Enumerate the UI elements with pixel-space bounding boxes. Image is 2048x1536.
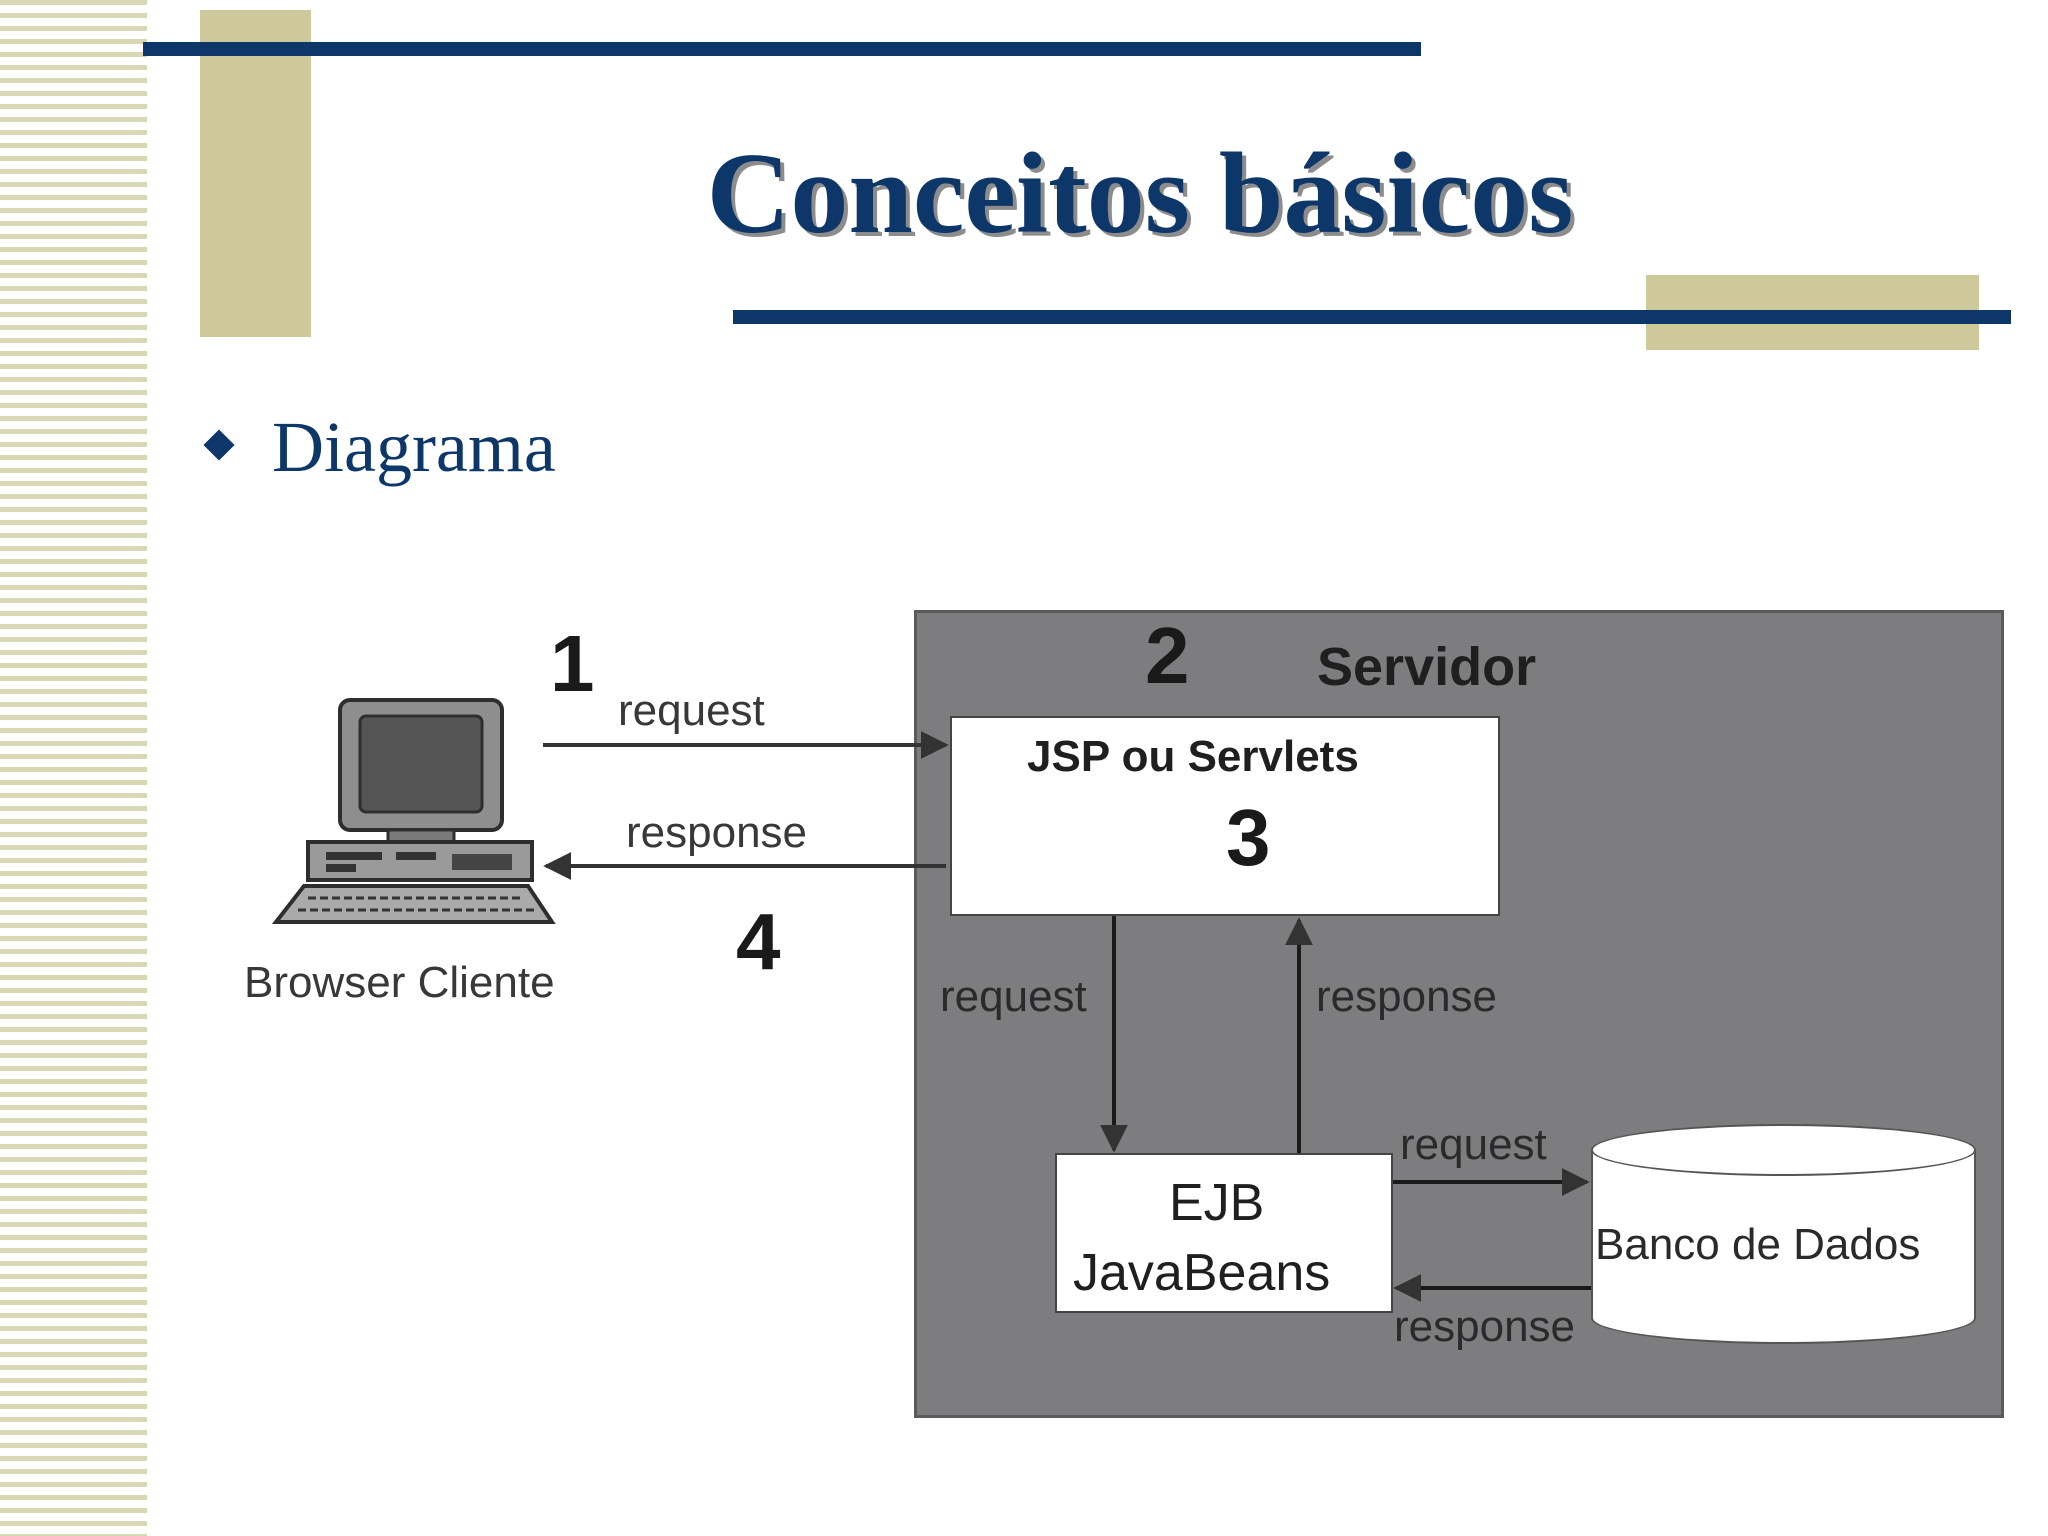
- navy-rule-bottom: [733, 310, 2011, 324]
- client-request-label: request: [618, 686, 765, 735]
- computer-icon: [271, 698, 556, 924]
- database-label: Banco de Dados: [1595, 1220, 1921, 1269]
- step-3-label: 3: [1226, 793, 1271, 882]
- step-1-label: 1: [550, 619, 595, 708]
- database-cylinder-body: [1591, 1150, 1976, 1318]
- db-response-label: response: [1394, 1302, 1576, 1351]
- khaki-block-left: [200, 10, 311, 337]
- ejb-javabeans-box: [1055, 1153, 1393, 1313]
- slide-title: Conceitos básicos: [706, 130, 1574, 258]
- navy-rule-top: [143, 42, 1421, 56]
- step-4-label: 4: [736, 897, 781, 986]
- db-request-label: request: [1400, 1120, 1547, 1169]
- step-2-label: 2: [1145, 611, 1190, 700]
- database-cylinder-top: [1591, 1124, 1976, 1176]
- ejb-line-2: JavaBeans: [1073, 1244, 1331, 1302]
- client-response-label: response: [626, 808, 808, 857]
- inner-request-label: request: [940, 972, 1087, 1021]
- jsp-servlets-box: [950, 716, 1500, 916]
- server-label: Servidor: [1317, 637, 1537, 697]
- jsp-servlets-label: JSP ou Servlets: [1027, 732, 1359, 781]
- bullet-text: Diagrama: [272, 407, 556, 487]
- ejb-line-1: EJB: [1169, 1174, 1265, 1232]
- client-label: Browser Cliente: [244, 958, 555, 1007]
- left-striped-margin: [0, 0, 147, 1536]
- inner-response-label: response: [1316, 972, 1498, 1021]
